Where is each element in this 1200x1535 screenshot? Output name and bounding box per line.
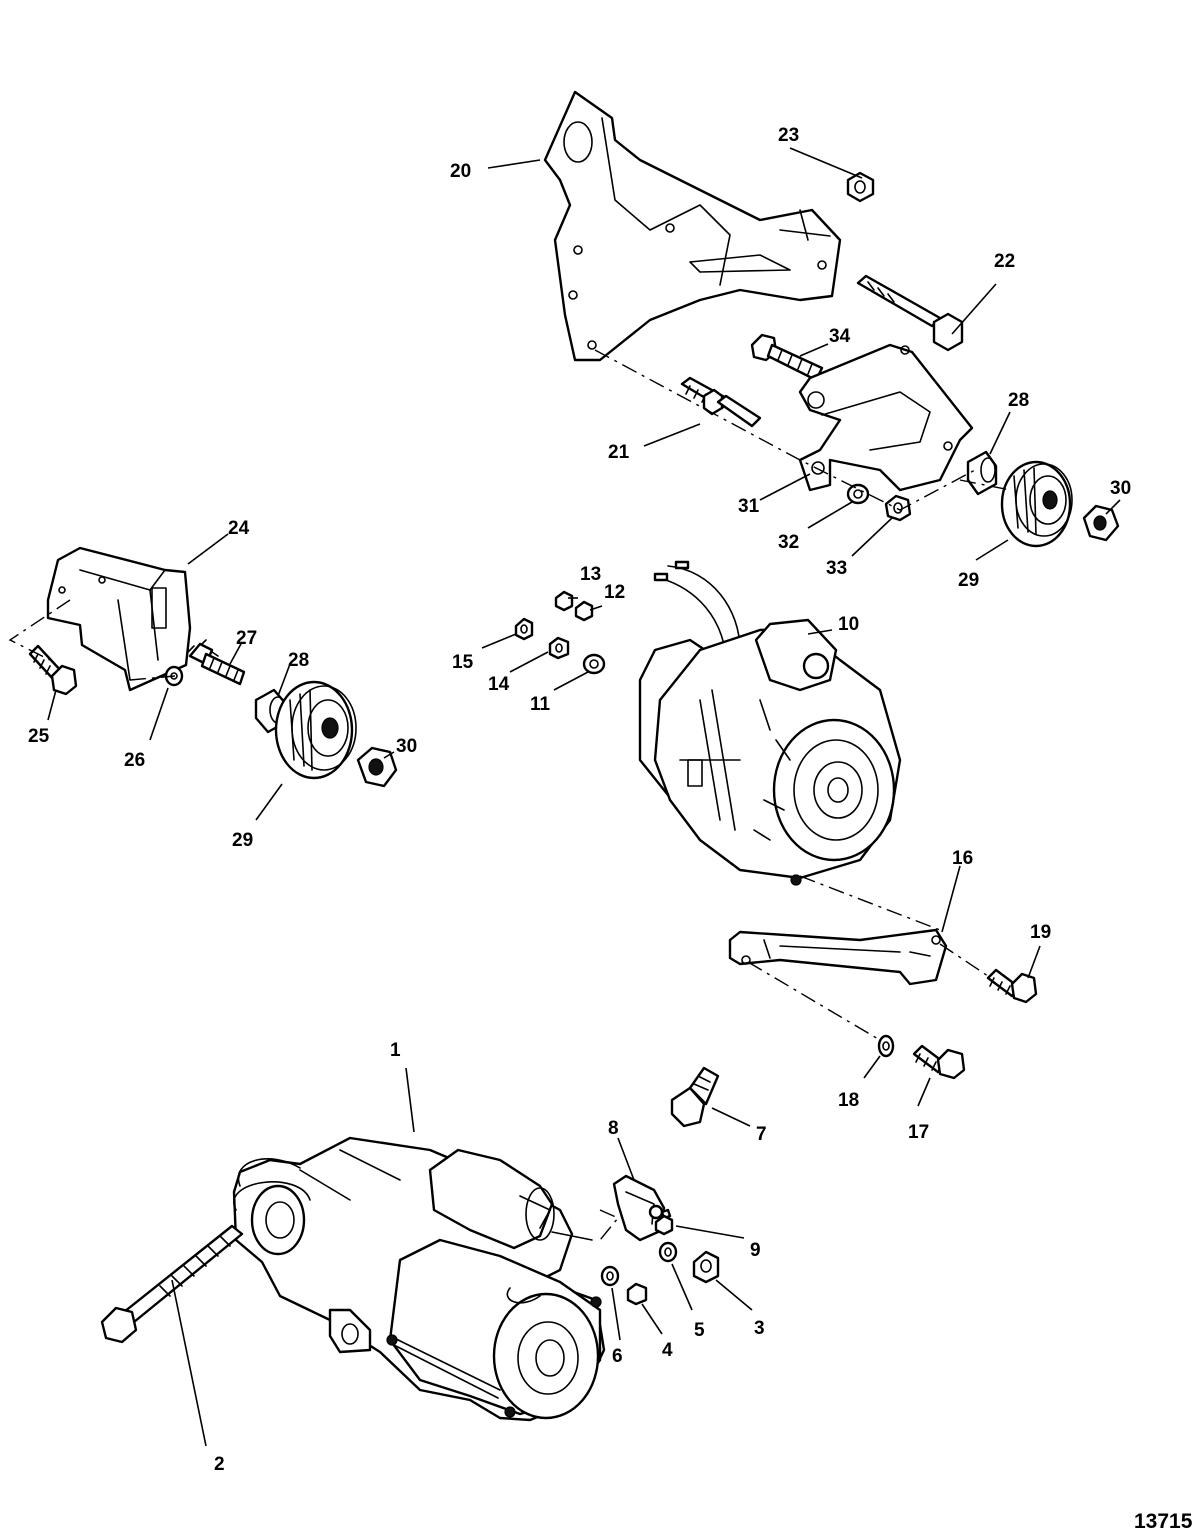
callout-labels: 20 23 22 34 21 28 31 32 33 30 29 24 27 2… [28,125,1193,1533]
washer-part-5 [658,1241,678,1263]
callout-27: 27 [236,628,257,649]
callout-28-upper: 28 [1008,390,1029,411]
stud-part-21 [680,376,762,428]
callout-5: 5 [694,1320,705,1341]
callout-28-lower: 28 [288,650,309,671]
callout-19: 19 [1030,922,1051,943]
spacer-part-28-upper [966,450,998,496]
long-bolt-part-2 [100,1224,244,1344]
alignment-line-starter [599,1209,620,1241]
callout-1: 1 [390,1040,401,1061]
callout-3: 3 [754,1318,765,1339]
washer-part-18 [877,1034,895,1058]
bolt-part-17 [912,1044,966,1080]
callout-22: 22 [994,251,1015,272]
callout-16: 16 [952,848,973,869]
mounting-bracket-part-20 [543,90,842,362]
lock-nut-part-30-lower [356,746,398,788]
callout-10: 10 [838,614,859,635]
leader-lines [47,147,1121,1447]
callout-31: 31 [738,496,760,517]
nut-part-12 [574,600,594,622]
washer-part-6 [600,1265,620,1287]
alignment-line-upper [594,349,976,511]
terminal-boot-part-7 [670,1066,720,1128]
nut-part-4 [626,1282,648,1306]
washer-part-32 [846,483,870,505]
nut-part-3 [692,1250,720,1284]
callout-33: 33 [826,558,847,579]
nut-part-23 [846,171,875,203]
callout-26: 26 [124,750,145,771]
callout-12: 12 [604,582,625,603]
alignment-line-left [8,599,71,661]
callout-14: 14 [488,674,510,695]
callout-29-upper: 29 [958,570,979,591]
alignment-line-bracket [959,479,1011,491]
callout-13: 13 [580,564,601,585]
callout-18: 18 [838,1090,859,1111]
alignment-line-brace [799,875,941,931]
callout-15: 15 [452,652,474,673]
callout-32: 32 [778,532,799,553]
alignment-line-left-2 [129,675,176,681]
callout-21: 21 [608,442,630,463]
callout-25: 25 [28,726,50,747]
callout-4: 4 [662,1340,673,1361]
nut-part-9 [654,1214,674,1236]
idler-bracket-part-31 [798,343,974,492]
nut-part-15 [514,617,534,641]
bolt-part-34 [750,333,824,382]
alignment-line-brace-2 [939,943,1001,985]
left-bracket-part-24 [46,546,192,692]
callout-11: 11 [530,694,551,715]
callout-29-lower: 29 [232,830,253,851]
callout-9: 9 [750,1240,761,1261]
bolt-part-19 [986,968,1038,1004]
nut-part-13 [554,590,574,612]
callout-23: 23 [778,125,799,146]
nut-part-14 [548,636,570,660]
bolt-part-22 [856,274,964,352]
callout-30-upper: 30 [1110,478,1131,499]
adjuster-bolt-part-27 [187,639,246,686]
washer-part-11 [582,653,606,675]
callout-34: 34 [829,326,851,347]
callout-8: 8 [608,1118,619,1139]
callout-30-lower: 30 [396,736,417,757]
callout-24: 24 [228,518,250,539]
callout-2: 2 [214,1454,225,1475]
starter-motor-part-1 [232,1136,606,1422]
diagram-reference-number: 13715 [1134,1510,1193,1533]
pulley-part-29-lower [274,680,357,780]
alignment-line-brace-3 [747,961,891,1047]
callout-7: 7 [756,1124,767,1145]
alternator-part-10 [638,560,902,886]
callout-6: 6 [612,1346,623,1367]
callout-20: 20 [450,161,471,182]
alternator-brace-part-16 [728,928,948,986]
callout-17: 17 [908,1122,929,1143]
pulley-part-29-upper [1000,460,1073,548]
lock-nut-part-30-upper [1082,504,1120,542]
nut-part-33 [884,494,912,522]
